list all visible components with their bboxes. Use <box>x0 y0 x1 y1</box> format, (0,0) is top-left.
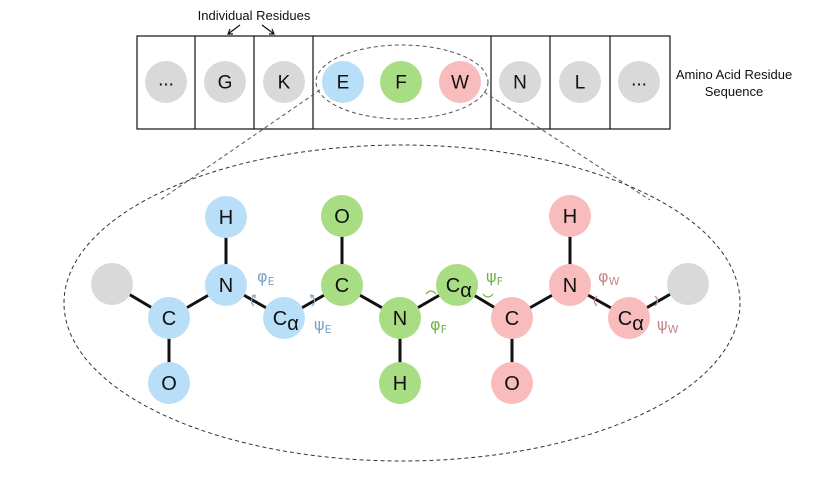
phi-w-label: φW <box>598 267 620 288</box>
phi-f-label: φF <box>430 315 447 336</box>
residue-circles: ... G K E F W N L ... <box>145 61 660 103</box>
atom-label: O <box>161 373 177 395</box>
rotation-arrow-icon <box>250 295 255 307</box>
sequence-label-line2: Sequence <box>705 84 764 99</box>
atom-ca2 <box>436 264 478 306</box>
header-arrows <box>227 24 275 35</box>
rotation-arrow-icon <box>311 295 316 307</box>
psi-f-label: ψF <box>486 267 503 288</box>
atom-label: O <box>334 206 350 228</box>
atom-c1 <box>148 297 190 339</box>
atom-label: C <box>505 308 519 330</box>
atom-label: N <box>393 308 407 330</box>
atom-label: C <box>162 308 176 330</box>
atom-ca3 <box>608 297 650 339</box>
zoom-ellipse-large <box>63 144 741 462</box>
atom-label: N <box>219 275 233 297</box>
residue-label: F <box>395 73 407 94</box>
residue-circle-g <box>204 61 246 103</box>
residue-circle-ellipsis-right <box>618 61 660 103</box>
psi-w-label: ψW <box>657 315 679 336</box>
residue-label: W <box>451 73 469 94</box>
atom-label: H <box>393 373 407 395</box>
zoom-connectors <box>159 89 651 201</box>
atom-c2 <box>321 264 363 306</box>
highlight-ellipse-small <box>315 44 489 120</box>
atom-label: C <box>618 308 632 330</box>
atom-label: H <box>563 206 577 228</box>
rotation-arrow-icon <box>593 295 598 307</box>
atom-h2 <box>379 362 421 404</box>
residue-label: E <box>337 73 350 94</box>
atom-label: C <box>446 275 460 297</box>
atom-label: N <box>563 275 577 297</box>
atom-o1 <box>148 362 190 404</box>
atom-c3 <box>491 297 533 339</box>
rotation-arrow-icon <box>654 295 659 307</box>
rotation-arrow-icon <box>482 293 494 298</box>
atom-ca1 <box>263 297 305 339</box>
atom-label: H <box>219 207 233 229</box>
phi-e-label: φE <box>257 267 275 288</box>
residue-label: ... <box>158 70 174 91</box>
psi-e-label: ψE <box>314 315 332 336</box>
atom-o3 <box>491 362 533 404</box>
residue-circle-n <box>499 61 541 103</box>
atom-n2 <box>379 297 421 339</box>
atoms: H N C O C α O C N H C α C O H N C α <box>91 195 709 404</box>
atom-n3 <box>549 264 591 306</box>
residue-circle-w <box>439 61 481 103</box>
residue-circle-l <box>559 61 601 103</box>
individual-residues-label: Individual Residues <box>198 8 311 23</box>
residue-circle-k <box>263 61 305 103</box>
atom-label: O <box>504 373 520 395</box>
sequence-label-line1: Amino Acid Residue <box>676 67 792 82</box>
atom-terminal-left <box>91 263 133 305</box>
residue-label: G <box>218 73 233 94</box>
atom-h1 <box>205 196 247 238</box>
residue-label: K <box>278 73 291 94</box>
atom-subscript: α <box>632 313 644 335</box>
atom-n1 <box>205 264 247 306</box>
atom-subscript: α <box>287 313 299 335</box>
atom-terminal-right <box>667 263 709 305</box>
atom-label: C <box>335 275 349 297</box>
atom-subscript: α <box>460 280 472 302</box>
residue-label: ... <box>631 70 647 91</box>
rotation-arrow-icon <box>425 290 437 295</box>
atom-o2 <box>321 195 363 237</box>
residue-table <box>136 35 671 130</box>
rotation-arrows <box>250 290 659 307</box>
residue-circle-ellipsis-left <box>145 61 187 103</box>
residue-circle-e <box>322 61 364 103</box>
atom-h3 <box>549 195 591 237</box>
residue-label: L <box>575 73 586 94</box>
residue-label: N <box>513 73 527 94</box>
residue-circle-f <box>380 61 422 103</box>
atom-label: C <box>273 308 287 330</box>
